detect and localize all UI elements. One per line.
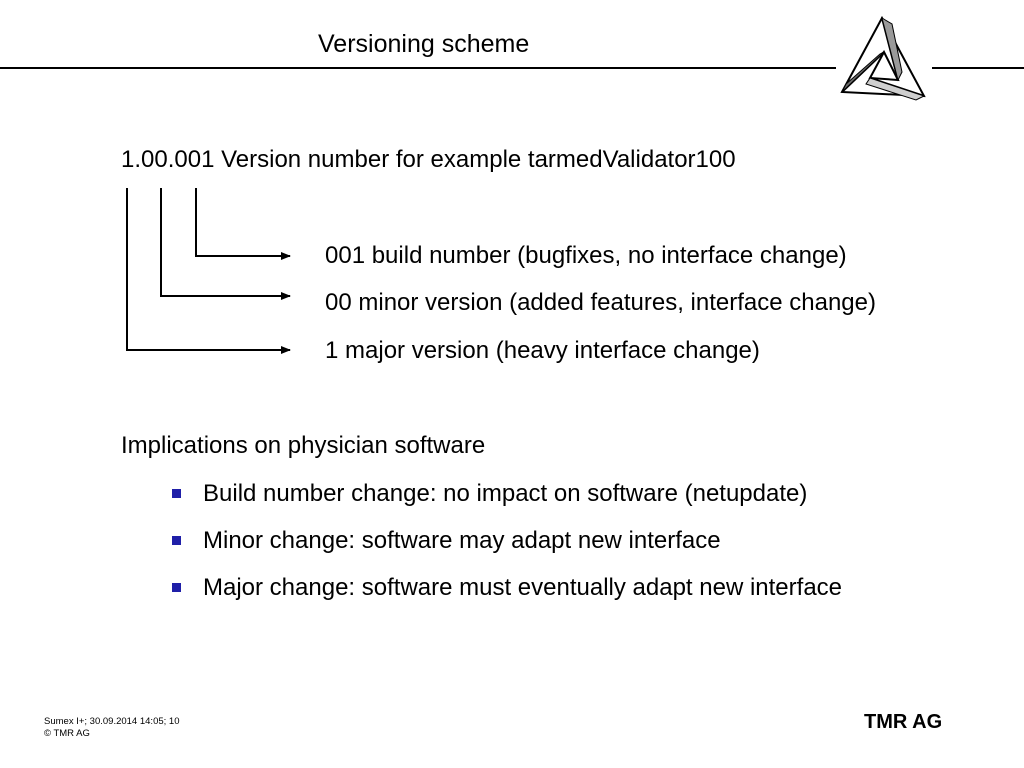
footer-meta-line: Sumex I+; 30.09.2014 14:05; 10 (44, 716, 180, 727)
list-item-text: Build number change: no impact on softwa… (203, 480, 808, 507)
connector-major (126, 188, 291, 354)
title-rule-right (932, 67, 1024, 69)
square-bullet-icon (172, 583, 181, 592)
list-item-text: Minor change: software may adapt new int… (203, 527, 721, 554)
build-number-label: 001 build number (bugfixes, no interface… (325, 242, 847, 269)
version-number-example: 1.00.001 Version number for example tarm… (121, 146, 736, 173)
impossible-triangle-logo-icon (840, 15, 926, 101)
major-version-label: 1 major version (heavy interface change) (325, 337, 760, 364)
square-bullet-icon (172, 489, 181, 498)
title-rule-left (0, 67, 836, 69)
list-item-text: Major change: software must eventually a… (203, 574, 843, 601)
minor-version-label: 00 minor version (added features, interf… (325, 289, 876, 316)
connector-minor (160, 188, 291, 300)
implications-heading: Implications on physician software (121, 432, 486, 459)
connector-build (195, 188, 291, 260)
footer-company: TMR AG (864, 711, 943, 733)
slide-title: Versioning scheme (318, 30, 530, 58)
footer-copyright: © TMR AG (44, 728, 90, 739)
square-bullet-icon (172, 536, 181, 545)
footer-meta: Sumex I+; 30.09.2014 14:05; 10 © TMR AG (44, 716, 179, 740)
